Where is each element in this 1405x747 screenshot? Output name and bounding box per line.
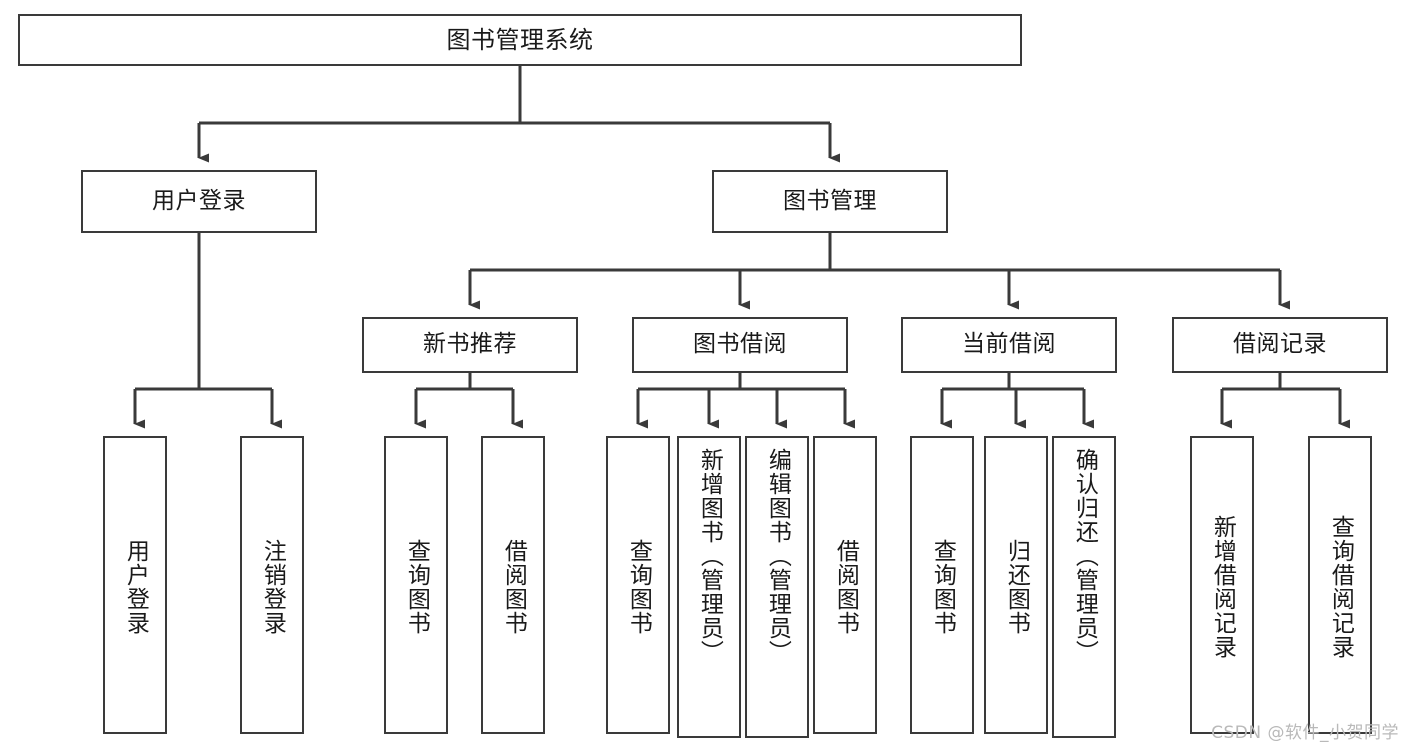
node-label: 借阅记录 (1233, 331, 1327, 358)
node-label-wrap: 编辑图书（管理员） (747, 442, 807, 736)
node-label: 图书借阅 (693, 331, 787, 358)
node-leaf-user-logout[interactable]: 注销登录 (240, 436, 304, 734)
node-label: 新增图书（管理员） (696, 448, 723, 664)
node-bookmgmt[interactable]: 图书管理 (712, 170, 948, 233)
node-label-wrap: 查询图书 (608, 442, 668, 732)
node-label: 查询借阅记录 (1327, 515, 1354, 659)
node-label-wrap: 新增图书（管理员） (679, 442, 739, 736)
node-leaf-borrow-edit[interactable]: 编辑图书（管理员） (745, 436, 809, 738)
node-label: 编辑图书（管理员） (764, 448, 791, 664)
node-label: 查询图书 (625, 539, 652, 635)
node-leaf-borrow-add[interactable]: 新增图书（管理员） (677, 436, 741, 738)
node-borrow[interactable]: 图书借阅 (632, 317, 848, 373)
node-label: 新书推荐 (423, 331, 517, 358)
node-leaf-records-query[interactable]: 查询借阅记录 (1308, 436, 1372, 734)
node-label-wrap: 借阅图书 (815, 442, 875, 732)
node-records[interactable]: 借阅记录 (1172, 317, 1388, 373)
node-label: 查询图书 (403, 539, 430, 635)
node-label-wrap: 用户登录 (105, 442, 165, 732)
node-label: 用户登录 (122, 539, 149, 635)
node-label: 用户登录 (152, 187, 246, 214)
node-label: 图书管理系统 (446, 25, 594, 54)
node-label-wrap: 确认归还（管理员） (1054, 442, 1114, 736)
node-label: 当前借阅 (962, 331, 1056, 358)
node-label: 归还图书 (1003, 539, 1030, 635)
node-root[interactable]: 图书管理系统 (18, 14, 1022, 66)
node-leaf-current-confirm[interactable]: 确认归还（管理员） (1052, 436, 1116, 738)
node-current[interactable]: 当前借阅 (901, 317, 1117, 373)
node-login[interactable]: 用户登录 (81, 170, 317, 233)
node-label-wrap: 新增借阅记录 (1192, 442, 1252, 732)
node-label-wrap: 查询图书 (386, 442, 446, 732)
node-leaf-newbook-query[interactable]: 查询图书 (384, 436, 448, 734)
node-leaf-records-add[interactable]: 新增借阅记录 (1190, 436, 1254, 734)
node-label: 确认归还（管理员） (1071, 448, 1098, 664)
node-newbook[interactable]: 新书推荐 (362, 317, 578, 373)
node-leaf-borrow-lend[interactable]: 借阅图书 (813, 436, 877, 734)
node-label: 新增借阅记录 (1209, 515, 1236, 659)
node-label: 图书管理 (783, 187, 877, 214)
node-label-wrap: 查询图书 (912, 442, 972, 732)
node-label: 借阅图书 (500, 539, 527, 635)
node-leaf-borrow-query[interactable]: 查询图书 (606, 436, 670, 734)
node-label-wrap: 借阅图书 (483, 442, 543, 732)
node-label-wrap: 查询借阅记录 (1310, 442, 1370, 732)
node-label: 注销登录 (259, 539, 286, 635)
node-leaf-user-login[interactable]: 用户登录 (103, 436, 167, 734)
node-leaf-newbook-borrow[interactable]: 借阅图书 (481, 436, 545, 734)
watermark-text: CSDN @软件_小贺同学 (1211, 723, 1399, 743)
node-label-wrap: 注销登录 (242, 442, 302, 732)
node-label-wrap: 归还图书 (986, 442, 1046, 732)
node-label: 查询图书 (929, 539, 956, 635)
node-leaf-current-query[interactable]: 查询图书 (910, 436, 974, 734)
node-label: 借阅图书 (832, 539, 859, 635)
node-leaf-current-return[interactable]: 归还图书 (984, 436, 1048, 734)
